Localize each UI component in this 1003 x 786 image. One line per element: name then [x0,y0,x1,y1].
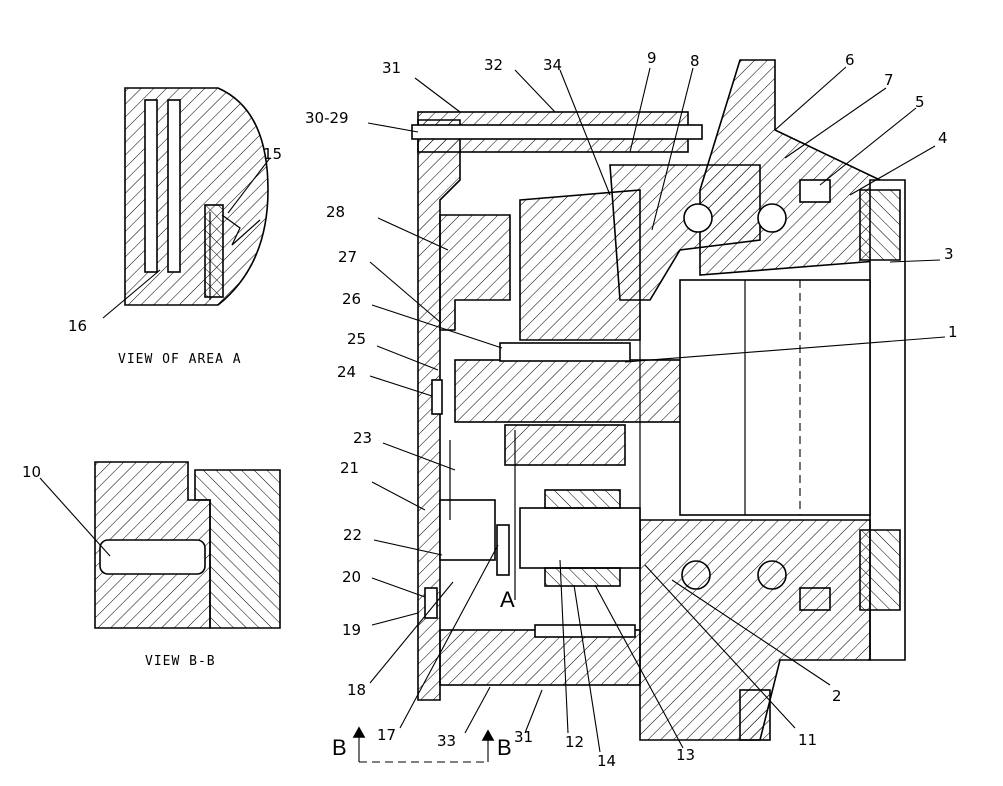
callout-24: 24 [337,363,356,381]
callout-33: 33 [437,732,456,750]
main-section-view [411,59,906,741]
callout-11: 11 [798,731,817,749]
callout-23: 23 [353,429,372,447]
callout-13: 13 [676,746,695,764]
callout-15: 15 [263,145,282,163]
callout-28: 28 [326,203,345,221]
area-a-mark: A [500,587,515,612]
callout-22: 22 [343,526,362,544]
leader-lines [39,66,946,763]
section-mark-b-left: B [332,735,347,760]
callout-9: 9 [647,49,657,67]
callout-27: 27 [338,248,357,266]
callout-31-bottom: 31 [514,728,533,746]
callout-16: 16 [68,317,87,335]
callout-7: 7 [884,71,894,89]
callout-2: 2 [832,687,842,705]
callout-1: 1 [948,323,958,341]
callout-10: 10 [22,463,41,481]
section-mark-b-right: B [497,735,512,760]
callout-12: 12 [565,733,584,751]
callout-25: 25 [347,330,366,348]
callout-30-29: 30-29 [305,109,349,127]
callout-8: 8 [690,52,700,70]
detail-view-b-b [94,461,281,629]
callout-20: 20 [342,568,361,586]
callout-19: 19 [342,621,361,639]
callout-4: 4 [938,129,948,147]
callout-26: 26 [342,290,361,308]
callout-31-top: 31 [382,59,401,77]
detail-view-area-a [124,87,269,306]
callout-34: 34 [543,56,562,74]
callout-14: 14 [597,752,616,770]
callout-18: 18 [347,681,366,699]
caption-view-area-a: VIEW OF AREA A [118,352,242,367]
caption-view-b-b: VIEW B-B [145,654,216,669]
callout-6: 6 [845,51,855,69]
callout-17: 17 [377,726,396,744]
callout-21: 21 [340,459,359,477]
callout-32: 32 [484,56,503,74]
callout-5: 5 [915,93,925,111]
callout-3: 3 [944,245,954,263]
